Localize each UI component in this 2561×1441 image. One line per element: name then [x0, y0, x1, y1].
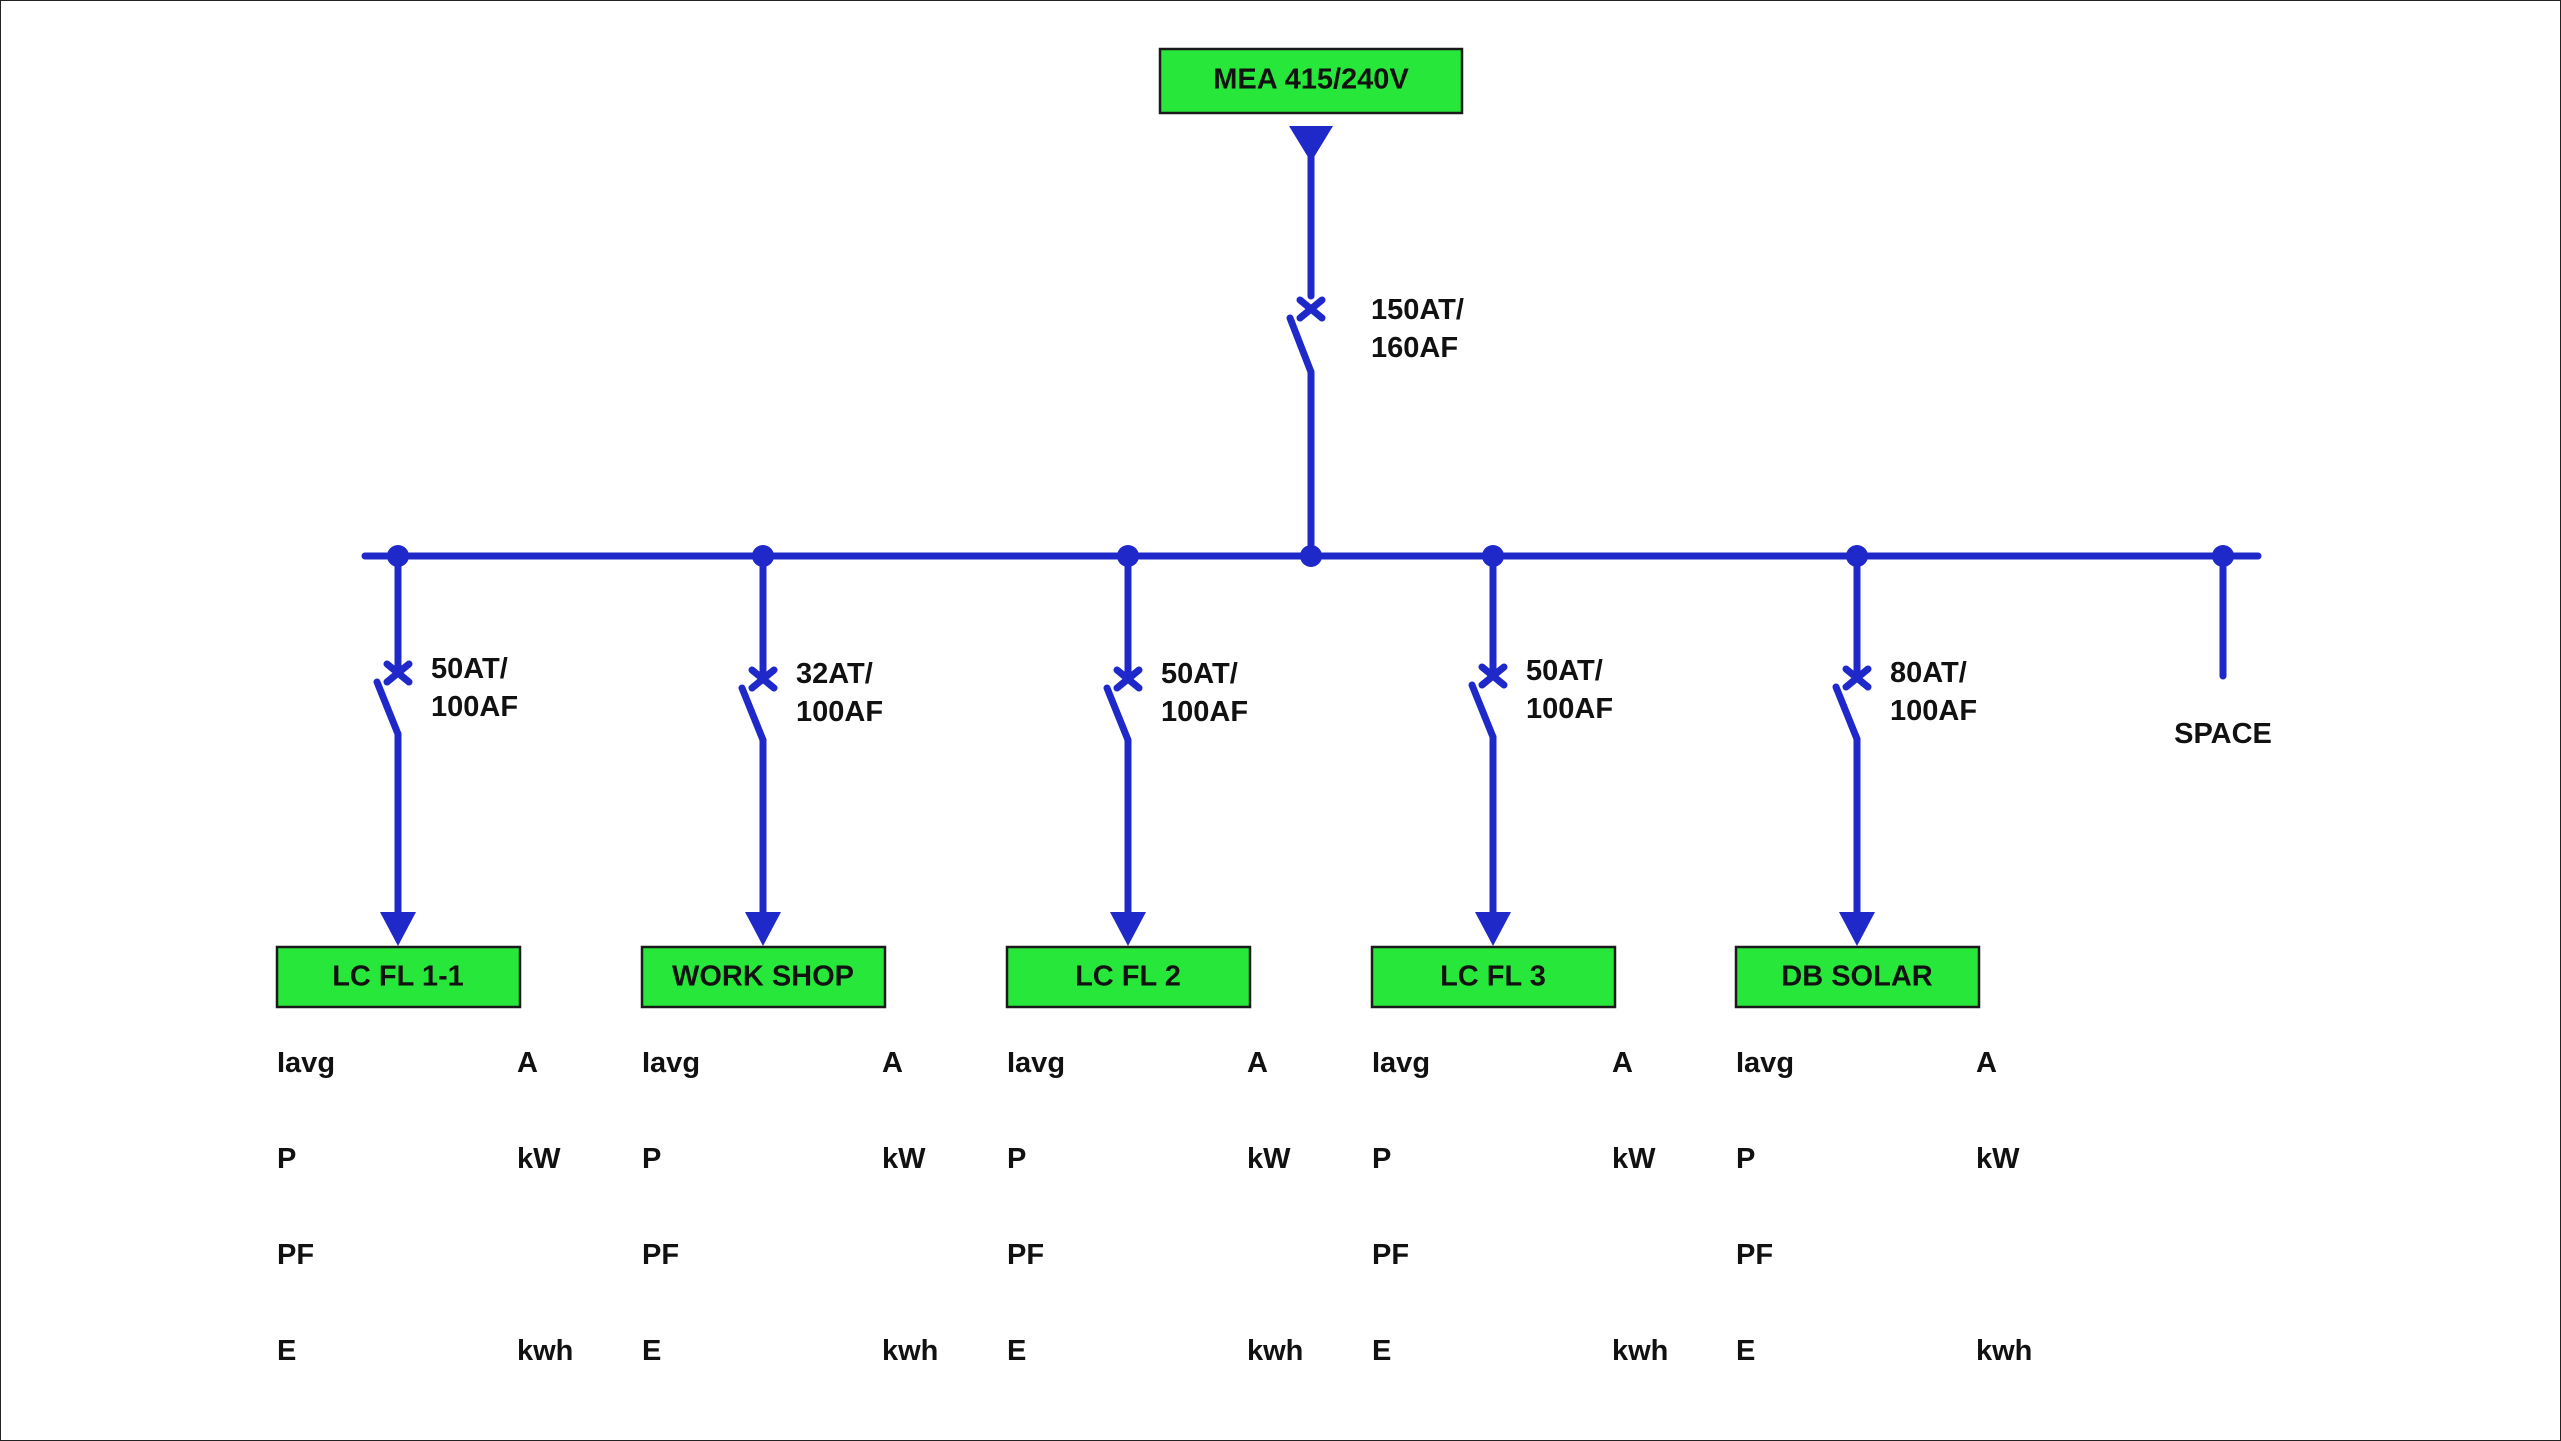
feeder-breaker-rating-line1: 50AT/ [431, 653, 508, 685]
load-name: LC FL 3 [1440, 961, 1546, 993]
feeder-arrow-icon [1839, 912, 1875, 946]
load-box: DB SOLAR [1734, 945, 1981, 1009]
load-box: LC FL 3 [1370, 945, 1617, 1009]
measurement-unit: kwh [1612, 1335, 1668, 1367]
load-name: LC FL 2 [1075, 961, 1181, 993]
measurement-param: PF [1372, 1239, 1409, 1271]
measurement-param: PF [1007, 1239, 1044, 1271]
load-box: WORK SHOP [640, 945, 887, 1009]
feeder-arrow-icon [380, 912, 416, 946]
load-box: LC FL 1-1 [275, 945, 522, 1009]
load-name: LC FL 1-1 [332, 961, 464, 993]
source-label: MEA 415/240V [1213, 64, 1409, 96]
feeder-breaker-rating-line2: 100AF [431, 691, 518, 723]
spare-feeder: SPACE [2174, 545, 2272, 750]
measurement-param: P [642, 1143, 661, 1175]
measurement-unit: kW [882, 1143, 926, 1175]
measurement-unit: kW [1976, 1143, 2020, 1175]
measurement-param: E [277, 1335, 296, 1367]
measurement-param: PF [642, 1239, 679, 1271]
measurement-param: P [277, 1143, 296, 1175]
source-box: MEA 415/240V [1158, 47, 1464, 115]
feeder-breaker [373, 552, 416, 946]
feeder-breaker [1832, 552, 1875, 946]
feeder-arrow-icon [1110, 912, 1146, 946]
measurement-param: P [1736, 1143, 1755, 1175]
feeder-arrow-icon [1475, 912, 1511, 946]
measurement-unit: kwh [1247, 1335, 1303, 1367]
measurement-param: Iavg [642, 1047, 700, 1079]
bus-junction-main [1300, 545, 1322, 567]
feeder-breaker-rating-line2: 100AF [1161, 696, 1248, 728]
measurement-param: E [1007, 1335, 1026, 1367]
feeder-breaker-rating-line2: 100AF [1890, 695, 1977, 727]
measurement-param: P [1372, 1143, 1391, 1175]
measurement-param: Iavg [1372, 1047, 1430, 1079]
measurement-unit: A [1976, 1047, 1997, 1079]
main-breaker [1286, 126, 1326, 560]
load-box: LC FL 2 [1005, 945, 1252, 1009]
main-breaker-rating-line1: 150AT/ [1371, 294, 1464, 326]
load-name: WORK SHOP [672, 961, 854, 993]
feeder-breaker-rating-line1: 50AT/ [1161, 658, 1238, 690]
feeder-breaker [738, 552, 781, 946]
feeder-breaker-rating-line1: 32AT/ [796, 658, 873, 690]
measurement-param: PF [1736, 1239, 1773, 1271]
measurement-unit: A [1612, 1047, 1633, 1079]
spare-label: SPACE [2174, 718, 2272, 750]
feeder-breaker [1103, 552, 1146, 946]
measurement-unit: A [882, 1047, 903, 1079]
measurement-unit: A [517, 1047, 538, 1079]
feeder-breaker-rating-line2: 100AF [796, 696, 883, 728]
measurement-param: Iavg [1007, 1047, 1065, 1079]
measurement-param: Iavg [1736, 1047, 1794, 1079]
measurement-unit: kwh [517, 1335, 573, 1367]
measurement-unit: kW [517, 1143, 561, 1175]
measurement-unit: kW [1612, 1143, 1656, 1175]
feeder-breaker-rating-line1: 50AT/ [1526, 655, 1603, 687]
main-breaker-rating-line2: 160AF [1371, 332, 1458, 364]
measurement-unit: kwh [1976, 1335, 2032, 1367]
feeder-breaker [1468, 552, 1511, 946]
measurement-param: P [1007, 1143, 1026, 1175]
measurement-param: PF [277, 1239, 314, 1271]
measurement-param: E [1372, 1335, 1391, 1367]
measurement-param: E [1736, 1335, 1755, 1367]
load-name: DB SOLAR [1781, 961, 1933, 993]
measurement-param: E [642, 1335, 661, 1367]
feeder-arrow-icon [745, 912, 781, 946]
measurement-param: Iavg [277, 1047, 335, 1079]
feeder-breaker-rating-line2: 100AF [1526, 693, 1613, 725]
measurement-unit: kW [1247, 1143, 1291, 1175]
measurement-unit: A [1247, 1047, 1268, 1079]
feeder-breaker-rating-line1: 80AT/ [1890, 657, 1967, 689]
measurement-unit: kwh [882, 1335, 938, 1367]
